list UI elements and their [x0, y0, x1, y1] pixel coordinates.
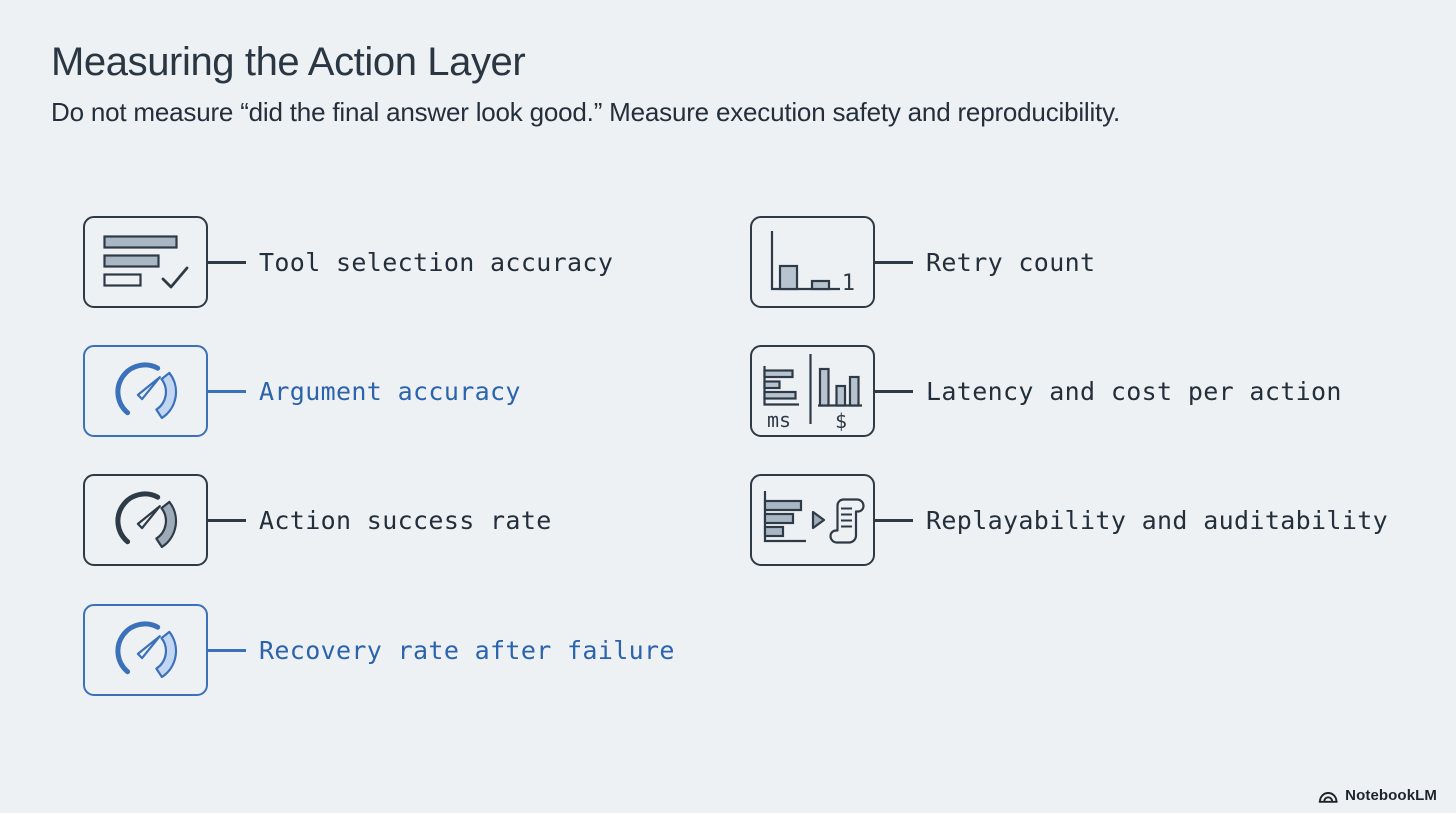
brand-label: NotebookLM [1345, 787, 1437, 804]
bar-chart-icon: 1 [770, 231, 855, 293]
gauge-icon [114, 362, 177, 420]
metric-label: Recovery rate after failure [259, 635, 675, 665]
metric-row-retry-count: 1 Retry count [750, 216, 1095, 308]
retry-count-annotation: 1 [841, 271, 854, 293]
metric-row-replayability-auditability: Replayability and auditability [750, 474, 1388, 566]
page-title: Measuring the Action Layer [51, 40, 526, 84]
connector-line [875, 389, 913, 393]
cost-unit-label: $ [834, 409, 846, 431]
gauge-icon [114, 491, 177, 549]
page-subtitle: Do not measure “did the final answer loo… [51, 97, 1120, 127]
gauge-icon [83, 604, 208, 696]
latency-cost-icon: ms $ [750, 345, 875, 437]
metric-row-recovery-rate-after-failure: Recovery rate after failure [83, 604, 675, 696]
latency-cost-icon: ms $ [762, 354, 862, 431]
connector-line [208, 518, 246, 522]
checklist-checkmark-icon [102, 235, 188, 289]
gauge-icon [114, 621, 177, 679]
gauge-icon [83, 345, 208, 437]
metric-row-tool-selection-accuracy: Tool selection accuracy [83, 216, 613, 308]
metric-label: Replayability and auditability [926, 505, 1389, 535]
connector-line [208, 260, 246, 264]
metric-label: Action success rate [259, 505, 552, 535]
metric-row-latency-cost: ms $ Latency and cost per action [750, 345, 1342, 437]
connector-line [208, 648, 246, 652]
gauge-icon [83, 474, 208, 566]
checklist-checkmark-icon [83, 216, 208, 308]
connector-line [875, 518, 913, 522]
notebooklm-logo-icon [1318, 792, 1338, 803]
bar-chart-icon: 1 [750, 216, 875, 308]
metric-label: Tool selection accuracy [259, 247, 614, 277]
metric-label: Latency and cost per action [926, 376, 1342, 406]
metric-row-argument-accuracy: Argument accuracy [83, 345, 521, 437]
metric-label: Argument accuracy [259, 376, 521, 406]
connector-line [875, 260, 913, 264]
latency-unit-label: ms [766, 408, 790, 431]
metric-label: Retry count [926, 247, 1096, 277]
log-play-scroll-icon [763, 491, 865, 544]
log-play-scroll-icon [750, 474, 875, 566]
connector-line [208, 389, 246, 393]
metric-row-action-success-rate: Action success rate [83, 474, 552, 566]
brand-footer: NotebookLM [1318, 787, 1437, 804]
